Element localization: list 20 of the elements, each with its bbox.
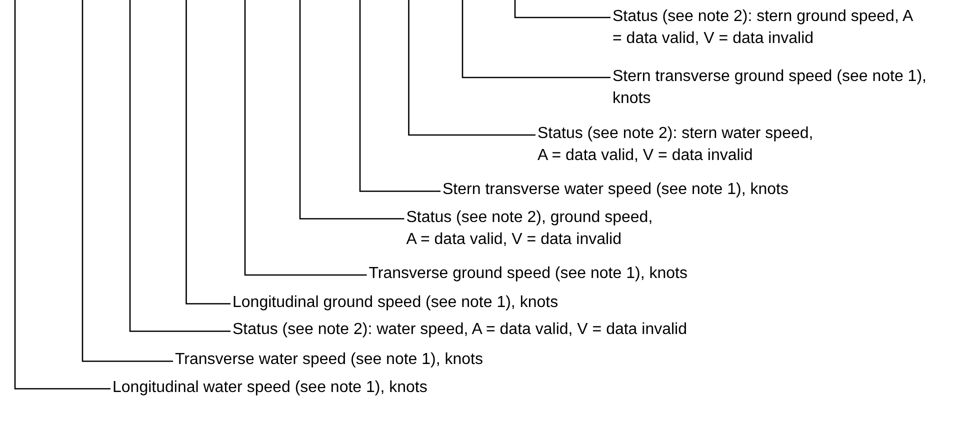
field-description: Status (see note 2): stern ground speed, A = data valid, V = data invalid [612,6,912,50]
leader-line [359,0,440,192]
field-description: Longitudinal ground speed (see note 1), knots [232,292,732,314]
leader-line [299,0,404,220]
field-description: Transverse ground speed (see note 1), knots [368,263,869,285]
field-description: Status (see note 2): water speed, A = data valid, V = data invalid [232,319,832,342]
leader-line [129,0,230,332]
leader-line [514,0,610,18]
field-description: Longitudinal water speed (see note 1), knots [112,376,612,399]
leader-line [408,0,536,136]
field-description: Status (see note 2), ground speed, A = data valid, V = data invalid [406,206,662,251]
field-description: Stern transverse water speed (see note 1), knots [442,179,942,202]
leader-line [186,0,230,304]
leader-line [82,0,173,362]
leader-line [244,0,367,276]
field-description: Transverse water speed (see note 1), knots [175,349,675,372]
field-description: Status (see note 2): stern water speed, A = data valid, V = data invalid [538,123,822,167]
field-description: Stern transverse ground speed (see note 1), knots [612,66,934,110]
leader-line [462,0,610,78]
leader-line [14,0,110,390]
